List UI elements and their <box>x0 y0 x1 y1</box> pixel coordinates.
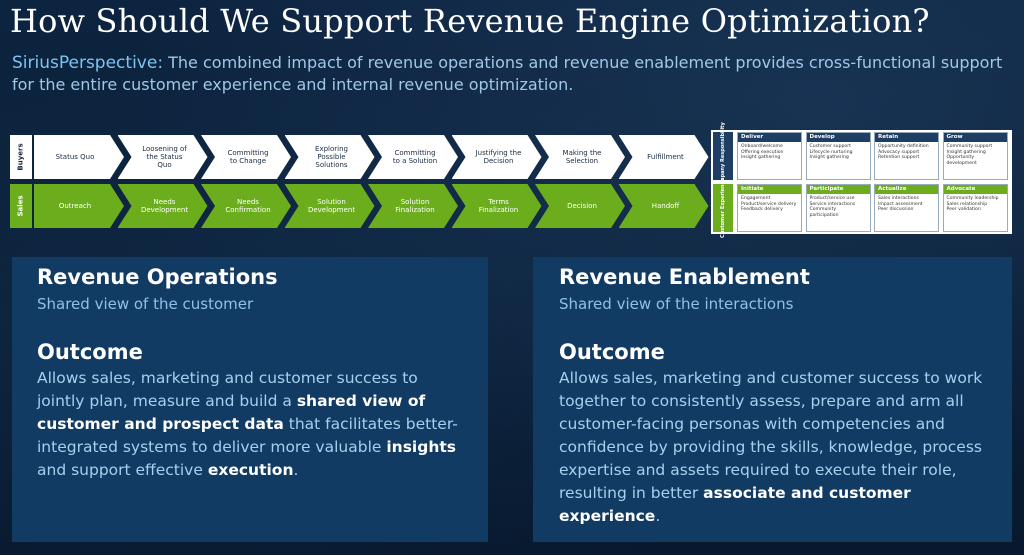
grid-cell-item: Service interactions <box>809 201 856 207</box>
grid-cell-item: Impact assessment <box>878 201 923 207</box>
grid-cell-item: Insight gathering <box>809 155 849 161</box>
grid-cell-heading: Initiate <box>738 185 801 194</box>
buyers-stage: Loosening of the Status Quo <box>118 135 208 179</box>
grid-cell-heading: Actualize <box>875 185 938 194</box>
revenue-operations-panel: Revenue Operations Shared view of the cu… <box>12 257 488 542</box>
grid-cell-item: Peer validation <box>946 207 981 213</box>
grid-cell-item: Product/service use <box>809 196 855 201</box>
company-responsibility-label: Company Responsibility <box>713 122 733 190</box>
sales-stage: Needs Confirmation <box>201 184 291 228</box>
grid-cell-heading: Develop <box>806 133 870 142</box>
grid-cell-item: Opportunity development <box>946 155 977 166</box>
buyers-stage: Committing to Change <box>201 135 291 179</box>
sales-stage: Outreach <box>34 184 124 228</box>
sales-stage: Terms Finalization <box>452 184 542 228</box>
grid-cell-heading: Participate <box>806 185 870 194</box>
grid-cell-item: Opportunity definition <box>878 144 929 149</box>
panel-subheading: Shared view of the interactions <box>559 295 794 313</box>
grid-cell-item: Customer support <box>809 144 851 149</box>
customer-experience-label: Customer Experience <box>713 178 733 238</box>
grid-cell-item: Community participation <box>809 207 839 218</box>
outcome-heading: Outcome <box>37 340 143 364</box>
sales-stage: Solution Development <box>285 184 375 228</box>
grid-cell-heading: Deliver <box>738 133 801 142</box>
outcome-text: Allows sales, marketing and customer suc… <box>559 369 983 525</box>
grid-cell-item: Sales relationship <box>946 201 988 207</box>
sales-stage: Decision <box>535 184 625 228</box>
grid-cell-item: Insight gathering <box>741 155 781 161</box>
buyers-stage: Making the Selection <box>535 135 625 179</box>
grid-cell-item: Advocacy support <box>878 149 920 155</box>
buyers-stage: Exploring Possible Solutions <box>285 135 375 179</box>
grid-cell-item: Peer discussion <box>878 207 914 213</box>
sales-stage: Needs Development <box>118 184 208 228</box>
grid-cell-item: Engagement <box>741 196 771 201</box>
panel-heading: Revenue Enablement <box>559 265 810 289</box>
sales-stage: Handoff <box>619 184 709 228</box>
grid-cell-heading: Grow <box>943 133 1007 142</box>
sales-row-label: Sales <box>10 184 32 228</box>
grid-cell-item: Offering execution <box>741 149 784 155</box>
experience-grid: Company Responsibility Customer Experien… <box>711 122 1012 238</box>
grid-cell-item: Community leadership <box>946 196 999 201</box>
grid-cell-item: Sales interactions <box>878 196 919 201</box>
grid-cell-item: Insight gathering <box>946 149 986 155</box>
subtitle: SiriusPerspective: The combined impact o… <box>12 52 1012 96</box>
subtitle-label: SiriusPerspective: <box>12 53 164 73</box>
buyers-stage: Committing to a Solution <box>368 135 458 179</box>
buyers-row-label: Buyers <box>10 135 32 179</box>
sales-stage: Solution Finalization <box>368 184 458 228</box>
grid-cell-item: Product/service delivery <box>741 201 797 207</box>
buyers-stage: Status Quo <box>34 135 124 179</box>
page-title: How Should We Support Revenue Engine Opt… <box>10 2 930 40</box>
grid-cell-item: Lifecycle nurturing <box>809 149 853 155</box>
revenue-enablement-panel: Revenue Enablement Shared view of the in… <box>533 257 1012 542</box>
grid-cell-item: Retention support <box>878 155 920 161</box>
grid-cell-heading: Retain <box>875 133 938 142</box>
panel-heading: Revenue Operations <box>37 265 278 289</box>
outcome-text: Allows sales, marketing and customer suc… <box>37 369 458 479</box>
buyers-stage: Justifying the Decision <box>452 135 542 179</box>
panel-subheading: Shared view of the customer <box>37 295 254 313</box>
grid-cell-item: Onboard/welcome <box>741 144 783 149</box>
outcome-heading: Outcome <box>559 340 665 364</box>
grid-cell-item: Feedback delivery <box>741 207 783 213</box>
grid-cell-heading: Advocate <box>943 185 1007 194</box>
subtitle-text: The combined impact of revenue operation… <box>12 53 1003 94</box>
buyers-stage: Fulfillment <box>619 135 709 179</box>
grid-cell-item: Community support <box>946 144 993 149</box>
